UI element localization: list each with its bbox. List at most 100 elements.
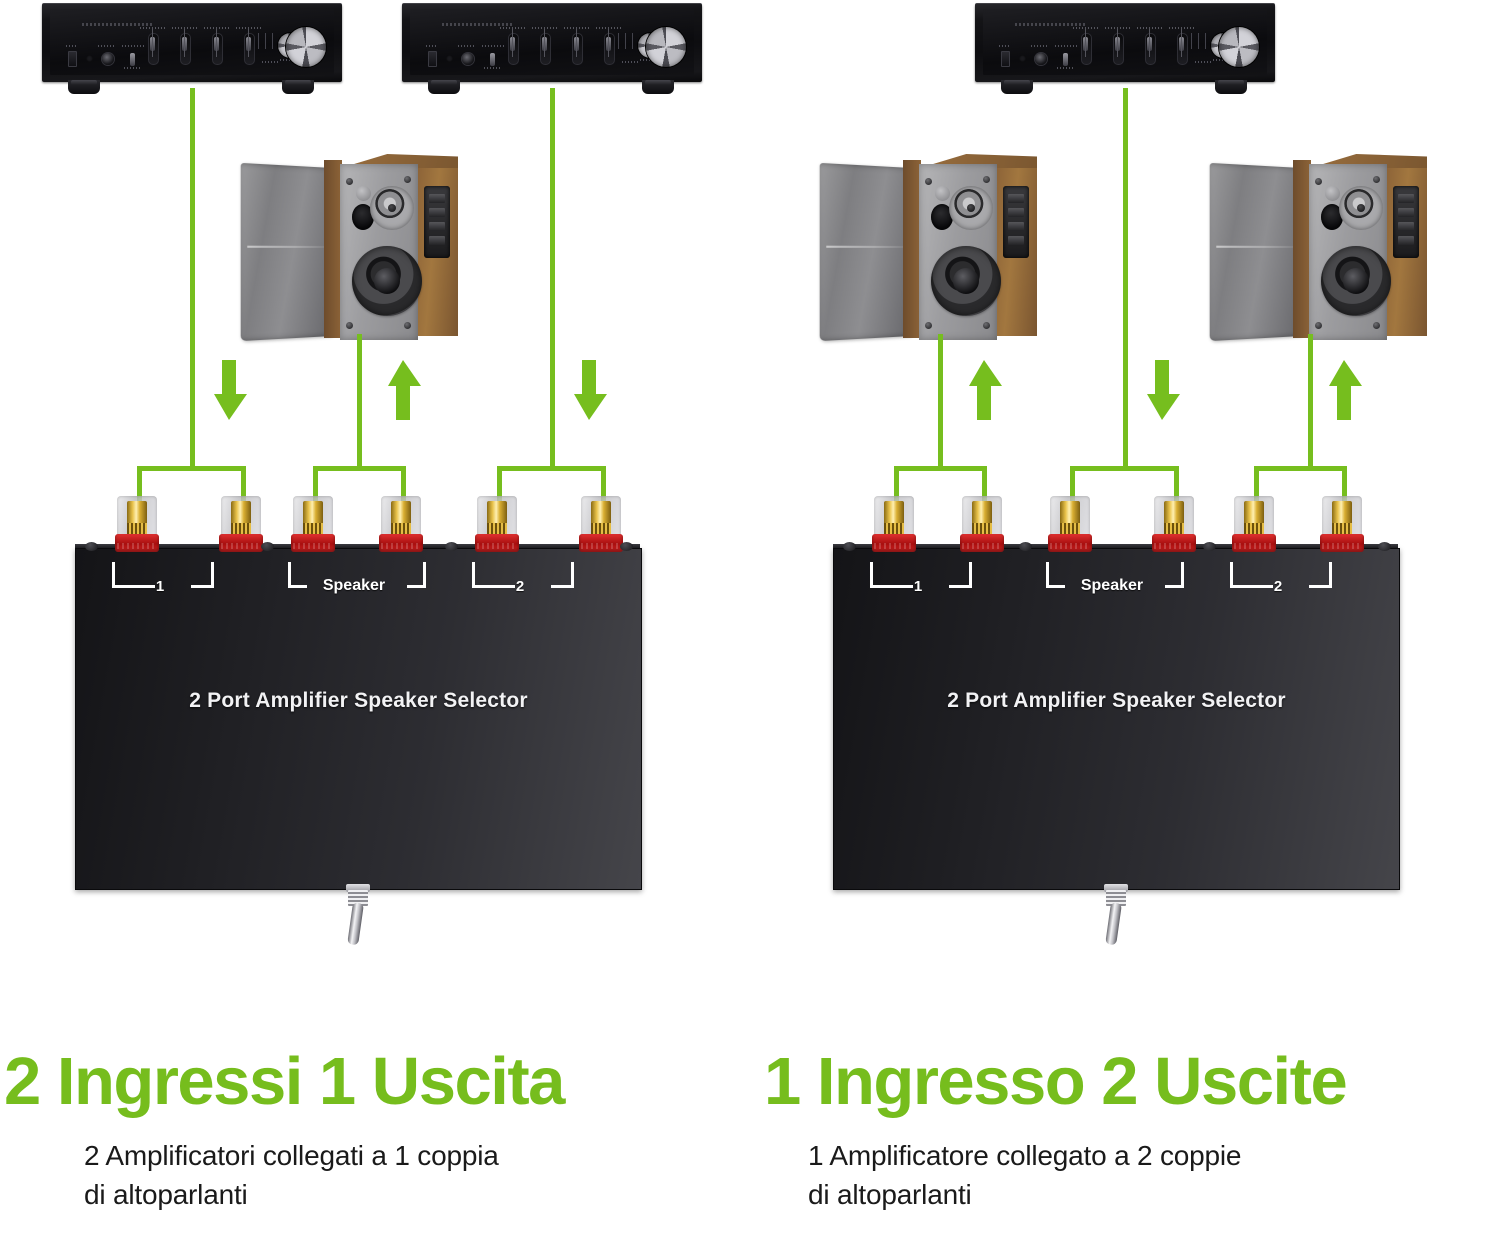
amplifier-headphone-jack[interactable] (1035, 53, 1047, 65)
diagram-panel-1in-2out: 2 Port Amplifier Speaker Selector 1 Spea… (750, 0, 1500, 1254)
speaker-port-hole (1321, 204, 1343, 230)
caption-subtitle-line1: 1 Amplificatore collegato a 2 coppie (808, 1140, 1242, 1171)
wire-speakerA-down (938, 334, 943, 470)
wire-post1a (894, 466, 899, 511)
wire-post2a (1254, 466, 1259, 511)
source-toggle-switch[interactable] (341, 884, 375, 946)
wire-postSb (1174, 466, 1179, 511)
speaker-wood-side (324, 160, 342, 338)
speaker-cabinet (915, 154, 1037, 340)
amplifier-faceplate (410, 9, 694, 75)
amplifier-foot (428, 80, 460, 94)
device-top-edge (833, 544, 1398, 550)
speaker-cabinet (336, 154, 458, 340)
binding-post[interactable] (474, 496, 520, 554)
binding-post[interactable] (1319, 496, 1365, 554)
arrow-up-icon (1322, 360, 1366, 420)
speaker-woofer (352, 246, 422, 316)
binding-post[interactable] (1047, 496, 1093, 554)
terminal-label-1: 1 (913, 578, 923, 595)
amplifier-unit (965, 0, 1285, 98)
terminal-bracket (870, 562, 972, 588)
amplifier-power-switch[interactable] (68, 51, 77, 67)
amplifier-speaker-selector-switch[interactable] (130, 53, 135, 66)
source-toggle-switch[interactable] (1099, 884, 1133, 946)
binding-post[interactable] (218, 496, 264, 554)
amplifier-volume-knob[interactable] (286, 27, 326, 67)
speaker-pair (236, 146, 481, 346)
arrow-up-icon (381, 360, 425, 420)
amplifier-speaker-selector-switch[interactable] (1063, 53, 1068, 66)
wire-speakerB-down (1308, 334, 1313, 470)
amplifier-brand-text (442, 23, 514, 26)
terminal-bracket (288, 562, 426, 588)
speaker-pair (815, 146, 1060, 346)
wire-post2a (497, 466, 502, 511)
amplifier-volume-knob[interactable] (1219, 27, 1259, 67)
binding-post[interactable] (290, 496, 336, 554)
binding-post[interactable] (959, 496, 1005, 554)
terminal-bracket (1230, 562, 1332, 588)
amplifier-brand-text (82, 23, 154, 26)
speaker-baffle (1309, 164, 1391, 340)
speaker-grille (240, 162, 332, 342)
caption-subtitle-line2: di altoparlanti (808, 1178, 972, 1210)
wire-amp1-down (190, 88, 195, 470)
binding-post[interactable] (578, 496, 624, 554)
amplifier-foot (642, 80, 674, 94)
arrow-down-icon (567, 360, 611, 420)
wire-post2b (1342, 466, 1347, 511)
speaker-bass-port (1003, 186, 1029, 258)
terminal-bracket (112, 562, 214, 588)
wire-postSa (1070, 466, 1075, 511)
device-title: 2 Port Amplifier Speaker Selector (947, 689, 1286, 712)
speaker-tweeter (1339, 186, 1383, 230)
speaker-control-knob[interactable] (356, 186, 371, 201)
terminal-label-speaker: Speaker (322, 577, 386, 594)
wire-postSb (401, 466, 406, 511)
wire-amp-down (1123, 88, 1128, 470)
caption-subtitle-line2: di altoparlanti (84, 1178, 248, 1210)
amplifier-unit (392, 0, 712, 98)
binding-post[interactable] (871, 496, 917, 554)
wire-group2-bus (1254, 466, 1347, 471)
speaker-baffle (340, 164, 422, 340)
terminal-label-2: 2 (1273, 578, 1283, 595)
wire-post1b (241, 466, 246, 511)
speaker-port-hole (931, 204, 953, 230)
wire-post1a (137, 466, 142, 511)
binding-post[interactable] (1151, 496, 1197, 554)
amplifier-power-switch[interactable] (428, 51, 437, 67)
speaker-port-hole (352, 204, 374, 230)
arrow-down-icon (207, 360, 251, 420)
terminal-label-1: 1 (155, 578, 165, 595)
binding-post[interactable] (378, 496, 424, 554)
amplifier-foot (282, 80, 314, 94)
device-body: 2 Port Amplifier Speaker Selector (75, 548, 642, 890)
amplifier-foot (1001, 80, 1033, 94)
amplifier-volume-knob[interactable] (646, 27, 686, 67)
terminal-label-2: 2 (515, 578, 525, 595)
speaker-wood-side (1293, 160, 1311, 338)
wire-post2b (601, 466, 606, 511)
amplifier-faceplate (983, 9, 1267, 75)
speaker-grille (819, 162, 911, 342)
speaker-pair (1205, 146, 1450, 346)
terminal-bracket (1046, 562, 1184, 588)
wire-group2-bus (497, 466, 606, 471)
speaker-baffle (919, 164, 1001, 340)
amplifier-speaker-selector-switch[interactable] (490, 53, 495, 66)
amplifier-unit (32, 0, 352, 98)
amplifier-headphone-jack[interactable] (102, 53, 114, 65)
wire-group1-bus (894, 466, 987, 471)
binding-post[interactable] (114, 496, 160, 554)
terminal-label-speaker: Speaker (1080, 577, 1144, 594)
binding-post[interactable] (1231, 496, 1277, 554)
wire-groupS-bus (313, 466, 406, 471)
wire-groupS-bus (1070, 466, 1179, 471)
amplifier-power-switch[interactable] (1001, 51, 1010, 67)
speaker-control-knob[interactable] (1325, 186, 1340, 201)
speaker-tweeter (949, 186, 993, 230)
speaker-control-knob[interactable] (935, 186, 950, 201)
amplifier-headphone-jack[interactable] (462, 53, 474, 65)
